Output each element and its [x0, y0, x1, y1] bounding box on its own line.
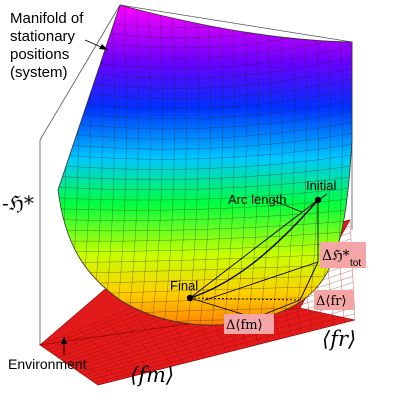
surface-grid-line — [58, 186, 352, 201]
surface-grid-line — [221, 5, 235, 325]
manifold-label-line4: (system) — [10, 64, 68, 81]
surface-grid-line — [233, 5, 247, 325]
final-point — [186, 294, 194, 302]
axis-label-fm: ⟨fm⟩ — [130, 363, 174, 387]
surface-grid-line — [58, 109, 352, 130]
surface-grid-line — [185, 5, 199, 325]
surface-grid-line — [173, 5, 187, 325]
svg-text:Δ⟨fm⟩: Δ⟨fm⟩ — [226, 318, 263, 333]
surface-grid-line — [269, 5, 283, 325]
surface-grid-line — [58, 153, 352, 170]
plane-grid-line — [94, 313, 355, 383]
surface-grid-line — [161, 5, 175, 325]
surface-grid-line — [58, 219, 352, 232]
surface-grid-line — [149, 5, 163, 325]
surface-grid-line — [58, 131, 352, 150]
delta-fm-tag: Δ⟨fm⟩ — [224, 314, 274, 334]
manifold-label-line1: Manifold of — [10, 10, 84, 27]
svg-text:Δ⟨fr⟩: Δ⟨fr⟩ — [316, 294, 347, 309]
surface-grid-line — [58, 175, 352, 191]
chord-line — [189, 199, 319, 299]
arc-length-label: Arc length — [228, 192, 287, 207]
final-label: Final — [170, 278, 198, 293]
surface-grid-line — [58, 142, 352, 160]
leader-lines — [61, 39, 328, 355]
delta-h-tag: Δℌ* tot — [320, 242, 366, 269]
plane-grid-line — [87, 301, 355, 378]
manifold-label-line2: stationary — [10, 28, 76, 45]
surface-grid-line — [58, 208, 352, 221]
delta-fr-tag: Δ⟨fr⟩ — [314, 290, 354, 310]
arc-length-path — [189, 199, 319, 299]
svg-text:tot: tot — [350, 258, 361, 269]
surface-grid-line — [58, 230, 352, 242]
surface-grid-line — [58, 241, 352, 253]
initial-point — [314, 196, 322, 204]
surface-grid-line — [58, 164, 352, 180]
plane-grid-line — [79, 288, 354, 373]
environment-label: Environment — [8, 356, 87, 372]
surface-grid-line — [281, 5, 295, 325]
plane-grid-line — [83, 294, 354, 376]
surface-grid-line — [245, 5, 259, 325]
surface-grid-line — [125, 5, 139, 325]
surface-grid-line — [293, 5, 307, 325]
neg-h-star-label: -ℌ* — [2, 191, 34, 215]
initial-label: Initial — [306, 178, 336, 193]
axis-label-fr: ⟨fr⟩ — [322, 327, 356, 351]
surface-grid-line — [209, 5, 223, 325]
surface-grid-line — [257, 5, 271, 325]
plane-grid-line — [97, 319, 356, 386]
manifold-label-line3: positions — [10, 46, 69, 63]
svg-text:Δℌ*: Δℌ* — [322, 248, 350, 264]
plane-grid-line — [90, 307, 355, 381]
surface-grid-line — [58, 120, 352, 140]
